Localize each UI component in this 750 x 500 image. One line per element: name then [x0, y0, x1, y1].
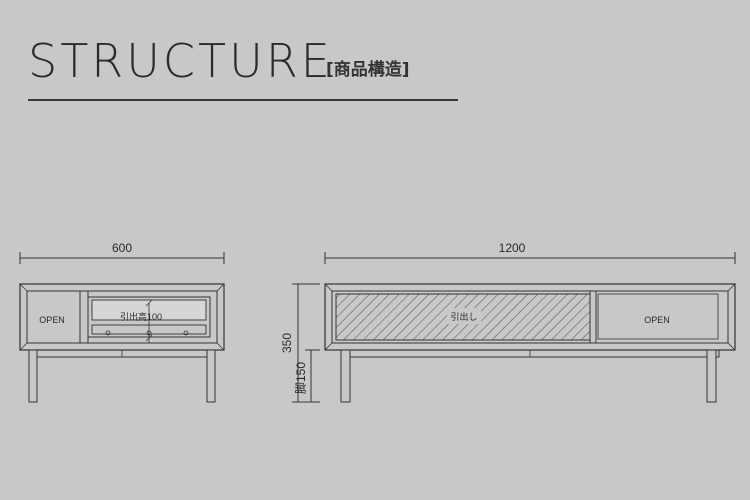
total-height-label: 350 — [280, 333, 294, 353]
left-width-label: 600 — [112, 241, 132, 255]
right-drawer-label: 引出し — [450, 311, 477, 322]
right-base-and-legs — [340, 349, 720, 403]
left-open-label: OPEN — [39, 315, 65, 325]
right-open-label: OPEN — [644, 315, 670, 325]
right-width-label: 1200 — [499, 241, 526, 255]
leg-height-label: 脚150 — [293, 362, 308, 394]
right-width-dimension: 1200 — [324, 241, 736, 264]
page-title: STRUCTURE — [28, 34, 333, 88]
height-dimension: 350 脚150 — [280, 283, 320, 403]
page-subtitle: [商品構造] — [326, 60, 410, 80]
left-base-and-legs — [28, 349, 216, 403]
left-width-dimension: 600 — [19, 241, 225, 264]
title-underline — [28, 99, 458, 101]
left-drawer-label: 引出高100 — [120, 311, 162, 322]
right-cabinet: 引出し OPEN — [324, 283, 736, 351]
left-cabinet: OPEN 引出高100 — [19, 283, 225, 351]
